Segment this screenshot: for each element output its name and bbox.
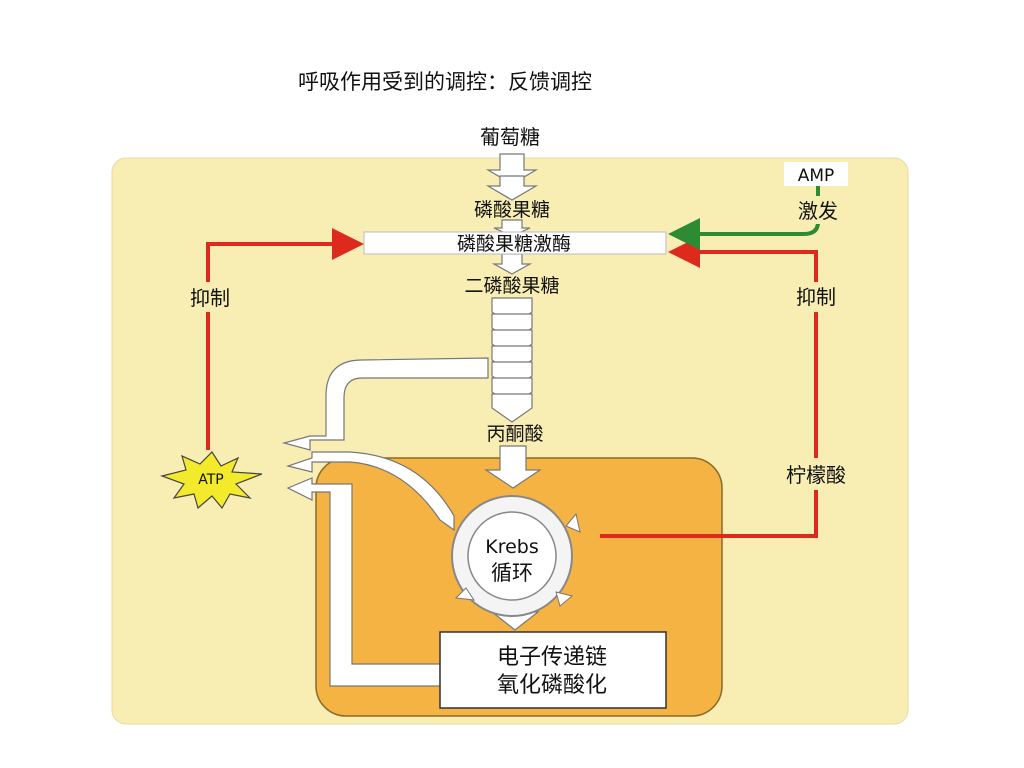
glycolysis-flow-arrows <box>484 153 542 631</box>
pfk-label: 磷酸果糖激酶 <box>457 233 571 255</box>
activate-label-bg <box>780 196 856 224</box>
pfk-bar <box>363 231 667 255</box>
krebs-label-cn: 循环 <box>491 561 533 585</box>
krebs-cycle: Krebs 循环 <box>451 495 581 617</box>
atp-return-arrows <box>281 357 489 687</box>
inhibit-label-left: 抑制 <box>190 286 230 310</box>
pyruvate-label: 丙酮酸 <box>486 423 543 445</box>
etc-label-line2: 氧化磷酸化 <box>497 673 607 698</box>
citrate-label-bg <box>768 458 864 490</box>
amp-label-bg <box>784 162 848 186</box>
glucose-label: 葡萄糖 <box>480 125 540 149</box>
etc-label-line1: 电子传递链 <box>497 645 607 670</box>
inhibit-label-right: 抑制 <box>796 285 836 309</box>
atp-label: ATP <box>198 472 223 488</box>
krebs-label-en: Krebs <box>485 536 539 558</box>
fbp-label: 二磷酸果糖 <box>464 275 559 297</box>
inhibit-label-right-bg <box>780 282 856 312</box>
inhibit-arrow-left <box>206 228 364 450</box>
atp-star: ATP <box>159 451 263 510</box>
citrate-label: 柠檬酸 <box>786 463 846 487</box>
amp-label: AMP <box>798 166 835 186</box>
inhibit-label-left-bg <box>170 282 250 312</box>
activate-label: 激发 <box>798 199 838 223</box>
etc-box <box>439 631 667 709</box>
slide-title: 呼吸作用受到的调控：反馈调控 <box>298 70 592 94</box>
f6p-label: 磷酸果糖 <box>474 199 550 221</box>
inhibit-arrow-right <box>600 236 818 538</box>
